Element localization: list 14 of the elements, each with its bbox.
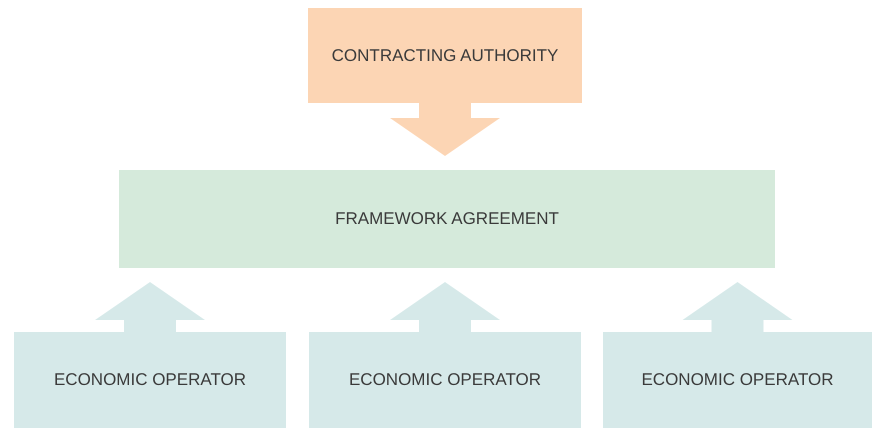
block-arrow [682, 282, 792, 332]
block-arrow [95, 282, 205, 332]
process-box [119, 170, 775, 268]
box-label: CONTRACTING AUTHORITY [332, 44, 558, 67]
box-label: ECONOMIC OPERATOR [54, 369, 246, 392]
block-arrow [390, 103, 500, 156]
box-label: ECONOMIC OPERATOR [348, 369, 542, 392]
block-arrow [390, 282, 500, 332]
process-box [308, 8, 582, 103]
process-box [603, 332, 872, 428]
process-box [14, 332, 286, 428]
process-box [309, 332, 581, 428]
box-label: ECONOMIC OPERATOR [641, 369, 834, 392]
box-label: FRAMEWORK AGREEMENT [335, 208, 559, 230]
